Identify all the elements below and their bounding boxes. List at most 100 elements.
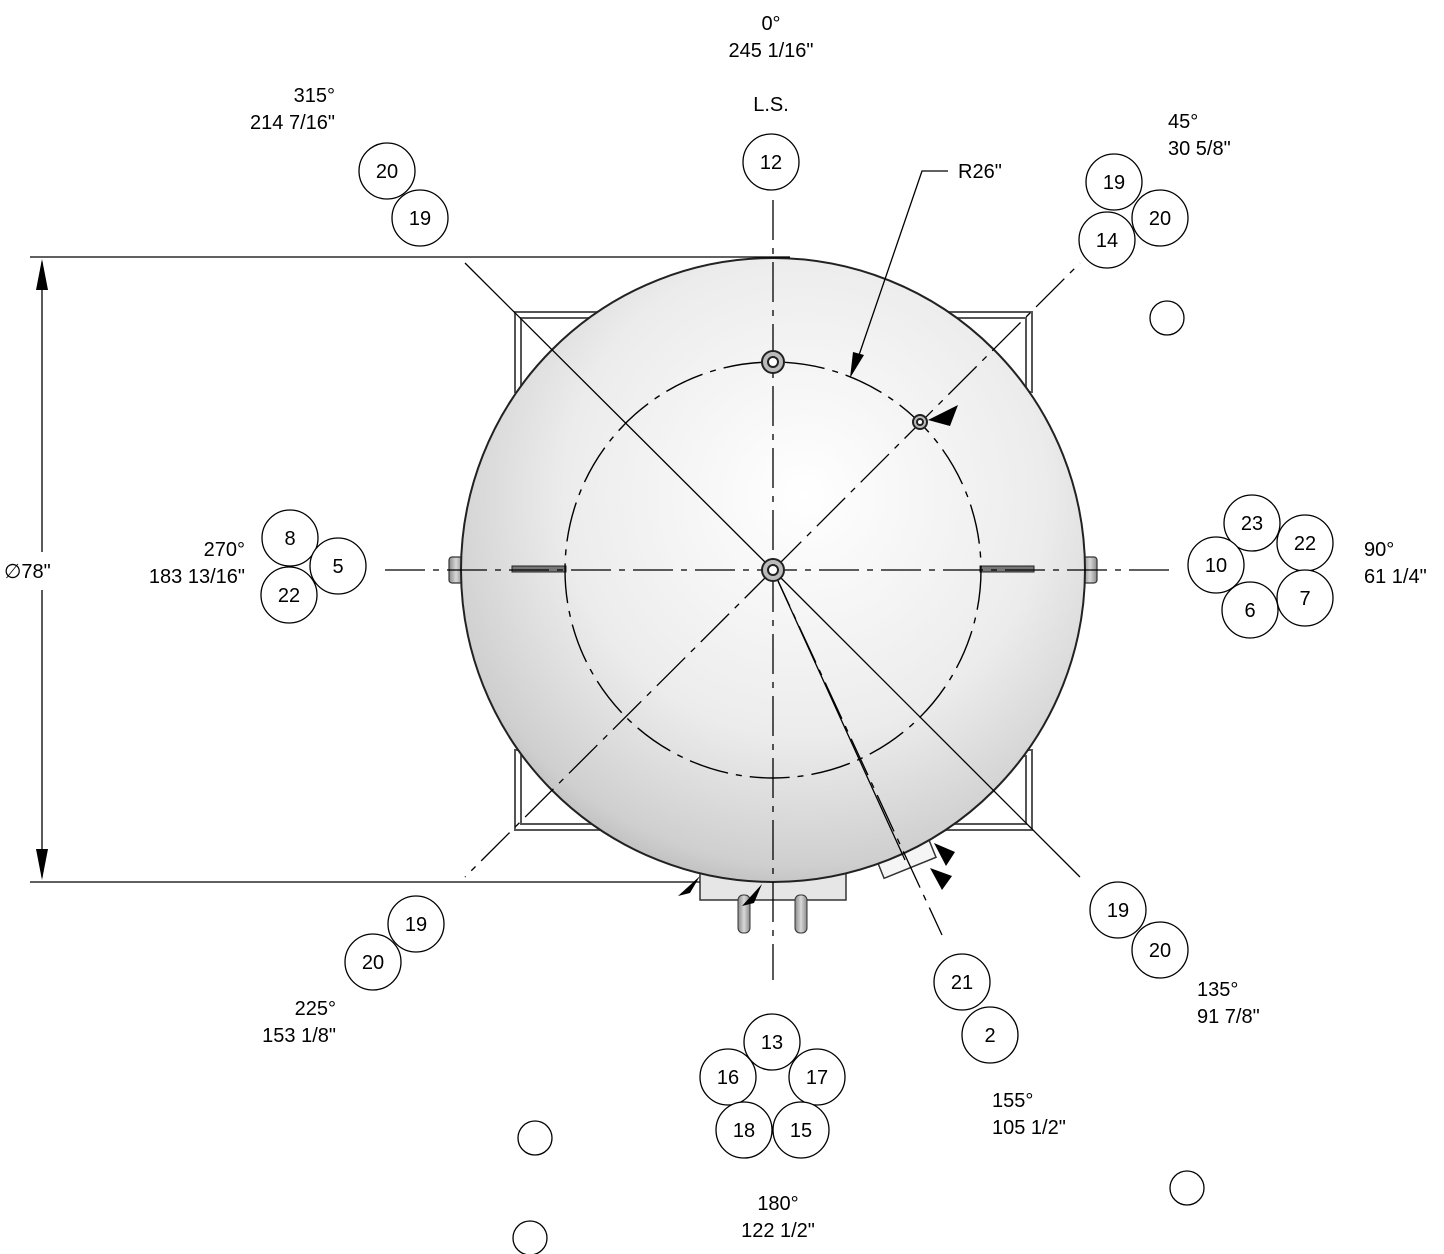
balloon-number: 15 [790, 1120, 812, 1142]
top-nozzles [761, 350, 928, 582]
item-balloon: 13 [743, 1013, 801, 1071]
balloon-number: 19 [409, 208, 431, 230]
diameter-dimension [30, 256, 790, 883]
distance-0: 245 1/16" [729, 40, 814, 62]
item-balloon: 14 [1078, 211, 1136, 269]
balloon-number: 20 [362, 952, 384, 974]
item-balloon: 20 [1131, 921, 1189, 979]
balloon-circle [1131, 921, 1189, 979]
item-balloon [1169, 1170, 1205, 1206]
ls-reference-label: L.S. [753, 94, 789, 116]
item-balloon: 8 [261, 509, 319, 567]
balloon-circle [743, 1013, 801, 1071]
item-balloon: 7 [1276, 569, 1334, 627]
item-balloon: 17 [788, 1048, 846, 1106]
balloon-circle [1221, 581, 1279, 639]
angle-45: 45° [1168, 111, 1198, 133]
balloon-number: 7 [1299, 588, 1310, 610]
balloon-circle [699, 1048, 757, 1106]
balloon-circle [512, 1220, 548, 1254]
balloon-circle [309, 537, 367, 595]
balloon-circle [1276, 569, 1334, 627]
balloon-circle [742, 133, 800, 191]
item-balloon: 12 [742, 133, 800, 191]
distance-135: 91 7/8" [1197, 1006, 1260, 1028]
balloon-circle [772, 1101, 830, 1159]
distance-270: 183 13/16" [149, 566, 245, 588]
balloon-circle [1131, 189, 1189, 247]
flag-arrows [678, 405, 958, 906]
orientation-labels: 0° 245 1/16" 45° 30 5/8" 90° 61 1/4" 13 5… [149, 13, 1427, 1242]
lifting-slots [511, 565, 1035, 573]
balloon-number: 21 [951, 972, 973, 994]
balloon-number: 6 [1244, 600, 1255, 622]
item-balloon: 2 [961, 1006, 1019, 1064]
angle-315: 315° [294, 85, 335, 107]
balloon-number: 22 [1294, 533, 1316, 555]
balloon-circle [788, 1048, 846, 1106]
balloon-circle [1078, 211, 1136, 269]
balloon-circle [933, 953, 991, 1011]
balloon-circle [358, 142, 416, 200]
balloon-circle [261, 509, 319, 567]
radius-leader [850, 170, 948, 378]
balloon-number: 16 [717, 1067, 739, 1089]
item-balloon [1149, 300, 1185, 336]
balloon-number: 19 [1103, 172, 1125, 194]
angle-270: 270° [204, 539, 245, 561]
centerlines [385, 200, 1170, 980]
item-balloon: 22 [260, 566, 318, 624]
diameter-label: ∅78" [4, 561, 51, 583]
item-balloon [512, 1220, 548, 1254]
balloon-number: 17 [806, 1067, 828, 1089]
item-balloon: 20 [344, 933, 402, 991]
balloon-number: 22 [278, 585, 300, 607]
distance-180: 122 1/2" [741, 1220, 815, 1242]
balloon-circle [715, 1101, 773, 1159]
balloon-circle [1149, 300, 1185, 336]
balloon-number: 10 [1205, 555, 1227, 577]
radius-label: R26" [958, 161, 1002, 183]
item-balloon [517, 1120, 553, 1156]
item-balloon: 10 [1187, 536, 1245, 594]
balloon-circle [1169, 1170, 1205, 1206]
item-balloon: 19 [391, 189, 449, 247]
balloon-circle [260, 566, 318, 624]
dimension-labels: ∅78" R26" L.S. [4, 94, 1002, 583]
item-balloon: 20 [1131, 189, 1189, 247]
balloon-number: 20 [1149, 940, 1171, 962]
distance-225: 153 1/8" [262, 1025, 336, 1047]
distance-45: 30 5/8" [1168, 138, 1231, 160]
balloon-number: 19 [1107, 900, 1129, 922]
angle-90: 90° [1364, 539, 1394, 561]
item-balloon: 20 [358, 142, 416, 200]
balloon-number: 20 [376, 161, 398, 183]
balloon-circle [1089, 881, 1147, 939]
balloon-circle [391, 189, 449, 247]
angle-225: 225° [295, 998, 336, 1020]
distance-315: 214 7/16" [250, 112, 335, 134]
item-balloon: 19 [387, 895, 445, 953]
balloon-number: 18 [733, 1120, 755, 1142]
balloon-number: 8 [284, 528, 295, 550]
balloon-number: 12 [760, 152, 782, 174]
angle-155: 155° [992, 1090, 1033, 1112]
balloon-circle [1223, 494, 1281, 552]
balloon-circle [387, 895, 445, 953]
balloon-number: 2 [984, 1025, 995, 1047]
item-balloon: 15 [772, 1101, 830, 1159]
item-balloon: 19 [1085, 153, 1143, 211]
balloon-circle [1085, 153, 1143, 211]
distance-90: 61 1/4" [1364, 566, 1427, 588]
balloon-circle [344, 933, 402, 991]
balloon-number: 14 [1096, 230, 1118, 252]
item-balloon: 23 [1223, 494, 1281, 552]
angle-0: 0° [761, 13, 780, 35]
item-balloon: 5 [309, 537, 367, 595]
distance-155: 105 1/2" [992, 1117, 1066, 1139]
item-balloon: 19 [1089, 881, 1147, 939]
balloon-number: 5 [332, 556, 343, 578]
balloon-number: 13 [761, 1032, 783, 1054]
